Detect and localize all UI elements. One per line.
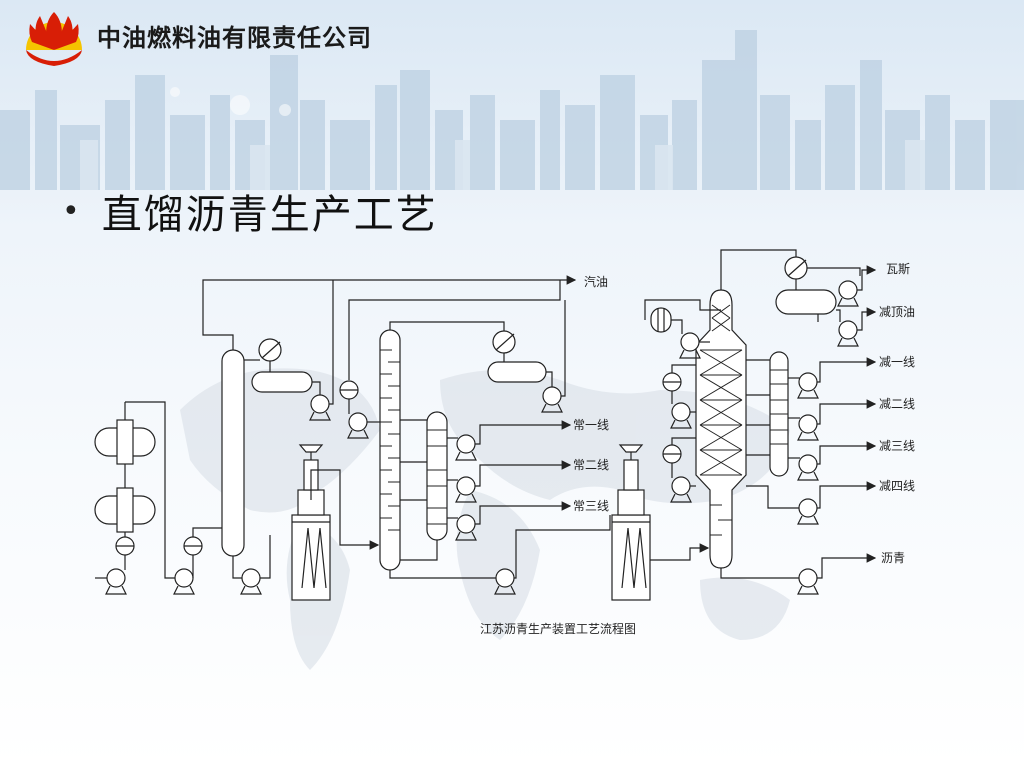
label-asphalt: 沥青 [881,551,905,565]
label-atm-line-1: 常一线 [573,418,609,432]
label-atm-line-3: 常三线 [573,499,609,513]
slide-title: 直馏沥青生产工艺 [101,192,438,238]
slide-title-row: • 直馏沥青生产工艺 [62,182,438,240]
label-gas: 瓦斯 [886,262,910,276]
company-logo-icon [26,12,82,66]
diagram-caption: 江苏沥青生产装置工艺流程图 [480,621,636,636]
label-gasoline: 汽油 [584,274,608,289]
label-vac-line-4: 减四线 [879,479,915,493]
left-heater-stack [94,401,175,595]
bullet-point: • [62,193,80,229]
label-vac-top-oil: 减顶油 [879,305,915,319]
company-name: 中油燃料油有限责任公司 [97,24,372,52]
label-vac-line-3: 减三线 [879,439,915,453]
label-vac-line-1: 减一线 [879,355,915,369]
vacuum-furnace [611,444,651,601]
city-skyline-background [0,30,1024,190]
label-atm-line-2: 常二线 [573,458,609,472]
atmospheric-furnace [291,444,331,601]
label-vac-line-2: 减二线 [879,397,915,411]
